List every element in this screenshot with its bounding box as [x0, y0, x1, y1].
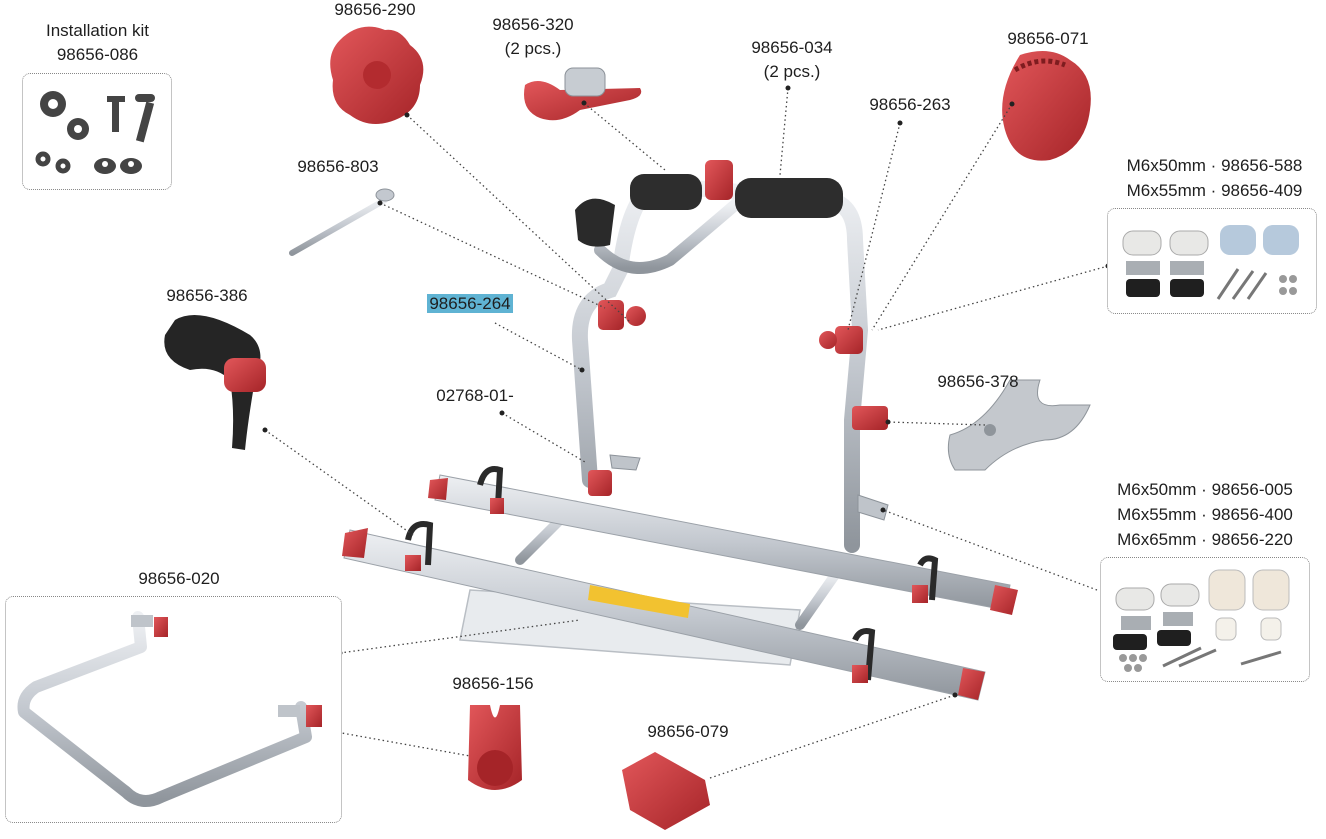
chain-link-icon: [35, 151, 71, 174]
label-98656-034: 98656-034: [751, 38, 833, 57]
label-98656-386: 98656-386: [166, 286, 248, 305]
frame-020-box: [5, 596, 342, 823]
screw-icon: [107, 94, 155, 143]
label-kit-005: M6x50mm · 98656-005: [1117, 480, 1293, 499]
rod-part-icon: [289, 188, 395, 256]
mounting-kit-box-bottom: [1100, 557, 1310, 682]
mounting-kit-bottom-icons: [1113, 569, 1290, 672]
black-strap-part-icon: [164, 315, 266, 450]
mounting-kit-box-top: [1107, 208, 1317, 314]
gear-icon: [40, 91, 89, 140]
label-02768-01: 02768-01-: [436, 386, 514, 405]
label-kit-400: M6x55mm · 98656-400: [1117, 505, 1293, 524]
red-strap-part-icon: [524, 67, 642, 121]
label-kit-220: M6x65mm · 98656-220: [1117, 530, 1293, 549]
spacer-part-icon: [947, 379, 1091, 471]
label-98656-320-qty: (2 pcs.): [504, 39, 562, 58]
label-98656-079: 98656-079: [647, 722, 729, 741]
label-98656-020: 98656-020: [138, 569, 220, 588]
end-cap-part-icon: [622, 752, 710, 830]
label-kit-409: M6x55mm · 98656-409: [1126, 181, 1303, 200]
nut-icon: [94, 158, 142, 174]
label-98656-263: 98656-263: [869, 95, 951, 114]
label-98656-156: 98656-156: [452, 674, 534, 693]
label-98656-803: 98656-803: [297, 157, 379, 176]
label-kit-588: M6x50mm · 98656-588: [1126, 156, 1303, 175]
installation-kit-code: 98656-086: [56, 45, 139, 64]
label-98656-290: 98656-290: [334, 0, 416, 19]
knob-part-icon: [330, 26, 424, 125]
frame-020-icon: [17, 611, 322, 807]
installation-kit-title: Installation kit: [46, 21, 149, 40]
installation-kit-icons: [35, 91, 155, 174]
installation-kit-box: [22, 73, 172, 190]
holder-part-icon: [468, 705, 522, 790]
highlighted-part-number: 98656-264: [427, 294, 513, 313]
mounting-kit-top-icons: [1122, 225, 1299, 300]
label-98656-034-qty: (2 pcs.): [763, 62, 821, 81]
bike-carrier-assembly: [342, 160, 1018, 701]
gear-knob-part-icon: [1002, 51, 1091, 161]
label-98656-320: 98656-320: [492, 15, 574, 34]
label-98656-378: 98656-378: [937, 372, 1019, 391]
label-98656-071: 98656-071: [1007, 29, 1089, 48]
leader-lines: [262, 85, 1111, 779]
label-98656-264: 98656-264: [415, 293, 525, 314]
